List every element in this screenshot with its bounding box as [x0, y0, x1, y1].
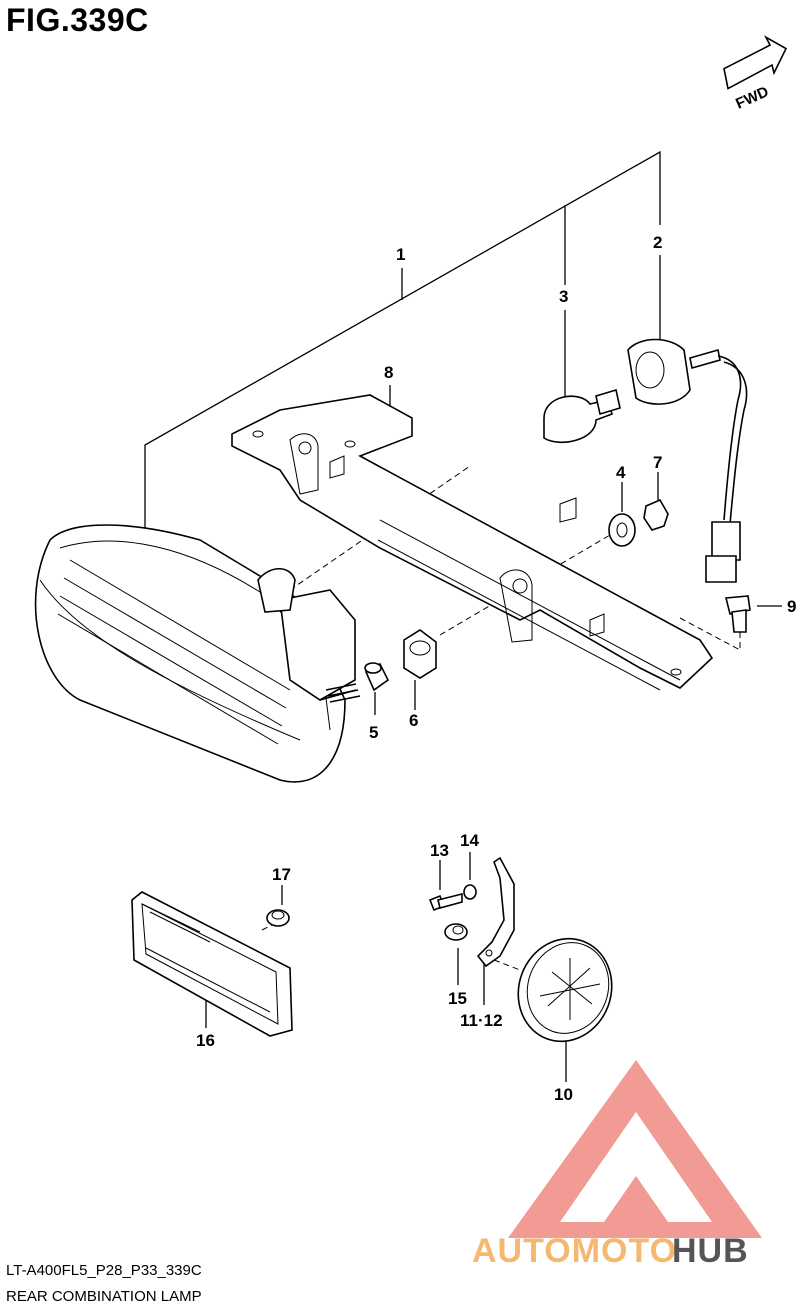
callout-2: 2: [653, 233, 662, 252]
part-10-license-lamp: [517, 937, 613, 1043]
watermark-text-automoto: AUTOMOTO: [472, 1232, 677, 1270]
part-13-screw: [428, 892, 463, 912]
figure-name: REAR COMBINATION LAMP: [6, 1288, 202, 1305]
callout-8: 8: [384, 363, 393, 382]
callout-labels: 1 2 3 4 5 6 7 8 9 10 11·12 13 14 15 16 1…: [196, 233, 796, 1104]
callout-1: 1: [396, 245, 405, 264]
figure-title: FIG.339C: [6, 2, 149, 38]
callout-6: 6: [409, 711, 418, 730]
part-6-grommet: [403, 629, 437, 679]
callout-4: 4: [616, 463, 626, 482]
part-2-socket-harness: [627, 338, 748, 583]
part-4-washer: [608, 513, 636, 547]
callout-9: 9: [787, 597, 796, 616]
figure-code: LT-A400FL5_P28_P33_339C: [6, 1262, 202, 1279]
part-17-nut: [266, 909, 290, 927]
part-3-bulb: [543, 388, 621, 444]
callout-15: 15: [448, 989, 467, 1008]
callout-7: 7: [653, 453, 662, 472]
part-16-reflector: [131, 891, 293, 1037]
watermark-logo: [508, 1060, 762, 1238]
callout-14: 14: [460, 831, 479, 850]
leader-lines: [144, 150, 782, 1082]
part-15-nut: [444, 923, 468, 941]
part-11-12-plate-bracket: [476, 856, 515, 968]
part-1-lamp-housing: [34, 524, 361, 783]
callout-5: 5: [369, 723, 378, 742]
part-7-nut: [643, 498, 669, 531]
callout-10: 10: [554, 1085, 573, 1104]
callout-17: 17: [272, 865, 291, 884]
callout-3: 3: [559, 287, 568, 306]
callout-16: 16: [196, 1031, 215, 1050]
fwd-label: FWD: [733, 83, 771, 112]
fwd-arrow-icon: FWD: [723, 35, 788, 113]
part-9-bolt: [724, 595, 751, 633]
part-5-spacer: [364, 662, 390, 692]
part-14-washer: [463, 884, 477, 900]
callout-11-12: 11·12: [460, 1011, 503, 1030]
part-8-bracket: [231, 394, 714, 691]
callout-13: 13: [430, 841, 449, 860]
watermark-text-hub: HUB: [672, 1232, 749, 1270]
